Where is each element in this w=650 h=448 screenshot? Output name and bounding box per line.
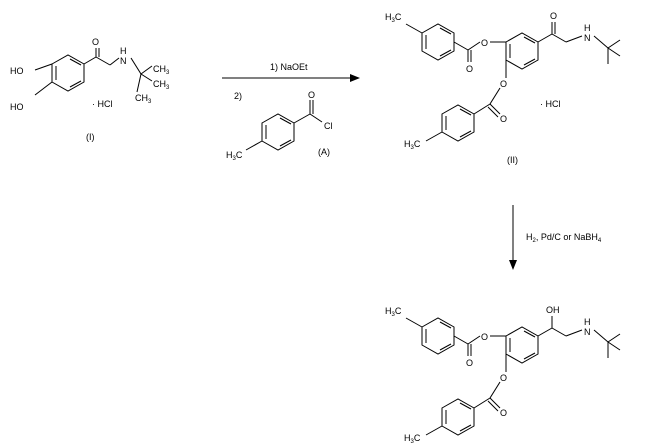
compound-iii-o-ester1: O: [481, 332, 488, 342]
compound-ii-h3c-top: H3C: [385, 12, 402, 24]
reagent-a-structure: [245, 100, 323, 151]
compound-ii-h3c-bottom: H3C: [404, 139, 421, 151]
compound-iii-o-carbonyl1: O: [466, 358, 473, 368]
compound-ii-nh-n: N: [584, 33, 591, 43]
compound-i-structure: [34, 48, 153, 96]
reagent-a-label: (A): [318, 147, 330, 157]
compound-i-nh-h: H: [120, 46, 127, 56]
reagent-a-cl: Cl: [324, 121, 333, 131]
compound-i-oh-bottom: HO: [10, 102, 24, 112]
compound-i-ch3-1: CH3: [153, 64, 170, 76]
compound-ii-salt: · HCl: [540, 99, 561, 109]
reagent-a-h3c: H3C: [226, 150, 243, 162]
compound-ii-o-ketone: O: [550, 11, 557, 21]
compound-iii-nh-n: N: [584, 327, 591, 337]
compound-i-nh-n: N: [120, 56, 127, 66]
compound-iii-h3c-top: H3C: [385, 306, 402, 318]
compound-ii-o-carbonyl1: O: [466, 64, 473, 74]
compound-ii-structure: [405, 22, 621, 142]
compound-i-carbonyl-o: O: [92, 37, 99, 47]
compound-ii-o-ester1: O: [481, 38, 488, 48]
compound-iii-oh: OH: [546, 305, 560, 315]
compound-ii-o-ester2: O: [500, 79, 507, 89]
compound-ii-o-carbonyl2: O: [500, 114, 507, 124]
compound-iii-structure: [405, 316, 621, 436]
compound-iii-h3c-bottom: H3C: [404, 433, 421, 445]
step2-reagents: H2, Pd/C or NaBH4: [526, 232, 602, 244]
compound-i-salt: · HCl: [92, 99, 113, 109]
compound-iii-o-ester2: O: [500, 373, 507, 383]
compound-ii-nh-h: H: [584, 23, 591, 33]
compound-ii-label: (II): [507, 155, 518, 165]
compound-i-ch3-2: CH3: [153, 79, 170, 91]
step1-reagent2-index: 2): [234, 91, 242, 101]
compound-i-label: (I): [86, 132, 95, 142]
compound-i-oh-top: HO: [10, 66, 24, 76]
reagent-a-o: O: [308, 90, 315, 100]
step1-reagent1: 1) NaOEt: [270, 62, 308, 72]
compound-i-ch3-3: CH3: [135, 93, 152, 105]
step2-arrow: [509, 205, 517, 270]
compound-iii-nh-h: H: [584, 317, 591, 327]
compound-iii-o-carbonyl2: O: [500, 408, 507, 418]
step1-arrow: [222, 74, 360, 82]
